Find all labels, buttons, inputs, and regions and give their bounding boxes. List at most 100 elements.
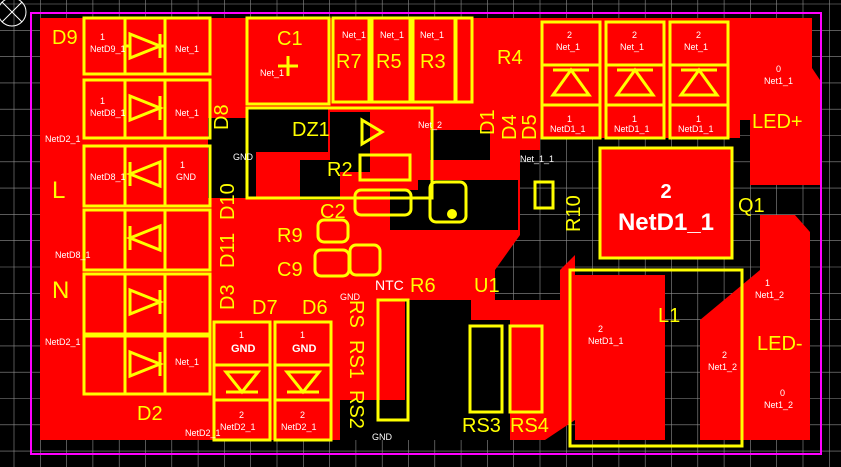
d2-diode-icon	[128, 349, 165, 379]
d1-diode-icon	[550, 67, 592, 97]
designator-d1[interactable]: D1	[477, 109, 499, 135]
designator-rs3[interactable]: RS3	[462, 415, 501, 437]
designator-led-plus[interactable]: LED+	[752, 111, 803, 133]
designator-rs4[interactable]: RS4	[510, 415, 549, 437]
rs3-outline[interactable]	[468, 324, 504, 414]
designator-r3[interactable]: R3	[420, 51, 446, 73]
designator-rs[interactable]: RS	[345, 300, 367, 328]
designator-d10[interactable]: D10	[217, 183, 239, 220]
designator-d8[interactable]: D8	[211, 104, 233, 130]
l1-outline[interactable]	[568, 268, 744, 448]
d10-outline[interactable]	[82, 144, 212, 208]
pad-number: 1	[300, 330, 305, 340]
q1-outline[interactable]	[598, 146, 734, 260]
designator-dz1[interactable]: DZ1	[292, 119, 330, 141]
r2-outline[interactable]	[358, 153, 412, 182]
designator-d11[interactable]: D11	[217, 233, 239, 268]
net-label: NetD2_1	[45, 134, 81, 144]
designator-r9[interactable]: R9	[277, 225, 303, 247]
designator-c1[interactable]: C1	[277, 28, 303, 50]
copper-pour-q1[interactable]	[600, 148, 732, 258]
origin-marker-icon[interactable]	[0, 0, 27, 27]
designator-r4[interactable]: R4	[497, 47, 523, 69]
rs-outline[interactable]	[376, 298, 410, 422]
r4-outline[interactable]	[454, 16, 474, 104]
net-label: Net1_2	[708, 362, 737, 372]
u1-outline[interactable]	[428, 180, 468, 224]
pad-number: 2	[239, 410, 244, 420]
net-label: NetD2_1	[45, 337, 81, 347]
pad-number: 1	[696, 114, 701, 124]
designator-ntc[interactable]: NTC	[375, 277, 404, 293]
d11-outline[interactable]	[82, 208, 212, 272]
net-label: NetD1_1	[678, 124, 714, 134]
designator-d3[interactable]: D3	[217, 284, 239, 310]
net-label: Net1_2	[755, 290, 784, 300]
designator-c2[interactable]: C2	[320, 201, 346, 223]
d6-outline[interactable]	[273, 320, 333, 442]
designator-d4[interactable]: D4	[499, 114, 521, 140]
c1-outline[interactable]	[245, 16, 331, 106]
copper-pour-l1-right[interactable]	[700, 215, 810, 440]
d3-outline[interactable]	[82, 272, 212, 336]
d2-outline[interactable]	[82, 334, 212, 396]
designator-r7[interactable]: R7	[336, 51, 362, 73]
d9-outline[interactable]	[82, 16, 212, 76]
net-label: GND	[233, 152, 254, 162]
copper-pour-right-edge[interactable]	[740, 18, 820, 185]
d8-outline[interactable]	[82, 78, 212, 140]
designator-r5[interactable]: R5	[376, 51, 402, 73]
d5-outline[interactable]	[668, 20, 730, 140]
designator-d9[interactable]: D9	[52, 27, 78, 49]
board-outline	[30, 12, 822, 455]
d7-outline[interactable]	[212, 320, 272, 442]
net-label: Net_1	[175, 357, 199, 367]
d4-outline[interactable]	[604, 20, 666, 140]
net-label: NetD1_1	[550, 124, 586, 134]
diode-symbols	[125, 31, 720, 395]
dz1-outline[interactable]	[245, 106, 434, 200]
designator-d5[interactable]: D5	[519, 114, 541, 140]
net-label: Net1_2	[764, 400, 793, 410]
d1-outline[interactable]	[540, 20, 602, 140]
ntc-outline[interactable]	[348, 243, 382, 277]
net-label: NetD2_1	[185, 428, 221, 438]
pad-number: 0	[776, 64, 781, 74]
r9-outline[interactable]	[316, 218, 350, 244]
pad-number: 2	[660, 181, 671, 203]
r10-outline[interactable]	[533, 180, 555, 210]
designator-q1[interactable]: Q1	[738, 195, 765, 217]
pad-number: 2	[300, 410, 305, 420]
designator-n[interactable]: N	[52, 277, 69, 304]
designator-u1[interactable]: U1	[474, 275, 500, 297]
net-label: GND	[231, 343, 256, 355]
net-label: Net_1_1	[520, 154, 554, 164]
d4-diode-icon	[614, 67, 656, 97]
d11-diode-icon	[125, 223, 162, 253]
r7-outline[interactable]	[331, 16, 371, 104]
designator-d6[interactable]: D6	[302, 297, 328, 319]
rs4-outline[interactable]	[508, 324, 544, 414]
designator-r10[interactable]: R10	[563, 195, 585, 232]
net-labels: 1 NetD9_1 Net_1 1 NetD8_1 Net_1 1 GND Ne…	[45, 30, 793, 442]
pad-number: 1	[632, 114, 637, 124]
net-label: Net_1	[620, 42, 644, 52]
designator-r6[interactable]: R6	[410, 275, 436, 297]
d5-diode-icon	[678, 67, 720, 97]
designator-r2[interactable]: R2	[327, 159, 353, 181]
copper-pour-l1-left[interactable]	[575, 275, 665, 440]
designator-d2[interactable]: D2	[137, 403, 163, 425]
designator-led-minus[interactable]: LED-	[757, 333, 803, 355]
designator-l[interactable]: L	[52, 177, 65, 204]
net-label: Net_1	[175, 108, 199, 118]
designator-rs1[interactable]: RS1	[345, 340, 367, 379]
c2-outline[interactable]	[353, 188, 413, 217]
pad-number: 2	[696, 30, 701, 40]
pad-number: 2	[567, 30, 572, 40]
designator-d7[interactable]: D7	[252, 297, 278, 319]
designator-c9[interactable]: C9	[277, 259, 303, 281]
designator-rs2[interactable]: RS2	[345, 390, 367, 429]
r5-outline[interactable]	[370, 16, 412, 104]
designator-l1[interactable]: L1	[658, 305, 680, 327]
